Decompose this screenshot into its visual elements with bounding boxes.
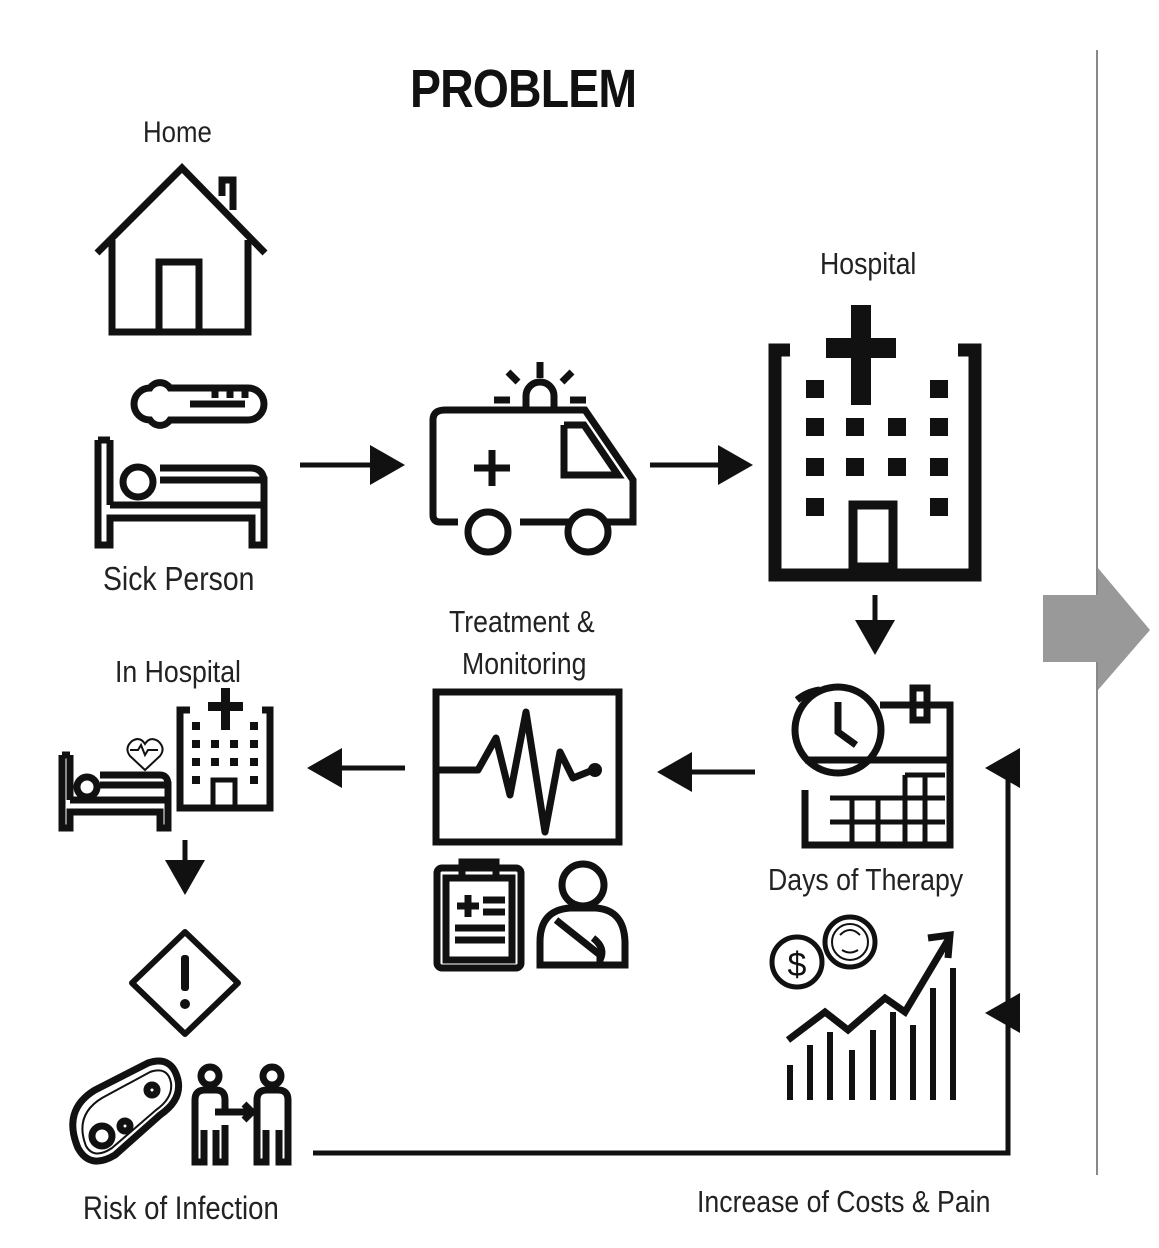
house-icon	[94, 163, 268, 336]
ecg-monitor-icon	[432, 688, 623, 846]
days-of-therapy-label: Days of Therapy	[768, 862, 964, 897]
monitoring-label: Monitoring	[462, 646, 587, 681]
svg-text:$: $	[788, 946, 807, 984]
clipboard-icon	[433, 858, 525, 972]
hospital-label: Hospital	[820, 246, 917, 281]
sick-person-label: Sick Person	[103, 560, 255, 597]
calendar-clock-icon	[791, 683, 954, 849]
warning-diamond-icon	[129, 929, 241, 1037]
increase-costs-label: Increase of Costs & Pain	[697, 1184, 991, 1219]
feedback-loop-line	[313, 748, 1020, 1156]
next-section-arrow	[1043, 568, 1150, 690]
cost-chart-icon: $	[769, 914, 956, 1100]
bacteria-icon	[69, 1057, 183, 1165]
diagram-title: PROBLEM	[410, 59, 637, 119]
risk-of-infection-label: Risk of Infection	[83, 1190, 279, 1226]
person-transfer-icon	[191, 1063, 292, 1166]
in-hospital-label: In Hospital	[115, 654, 241, 689]
home-label: Home	[143, 116, 212, 149]
treatment-label: Treatment &	[449, 604, 595, 639]
thermometer-icon	[130, 379, 268, 429]
in-hospital-icon	[58, 688, 274, 832]
hospital-building-icon	[768, 305, 982, 582]
bed-icon	[94, 436, 268, 549]
injured-patient-icon	[536, 860, 629, 969]
ambulance-icon	[429, 362, 637, 556]
